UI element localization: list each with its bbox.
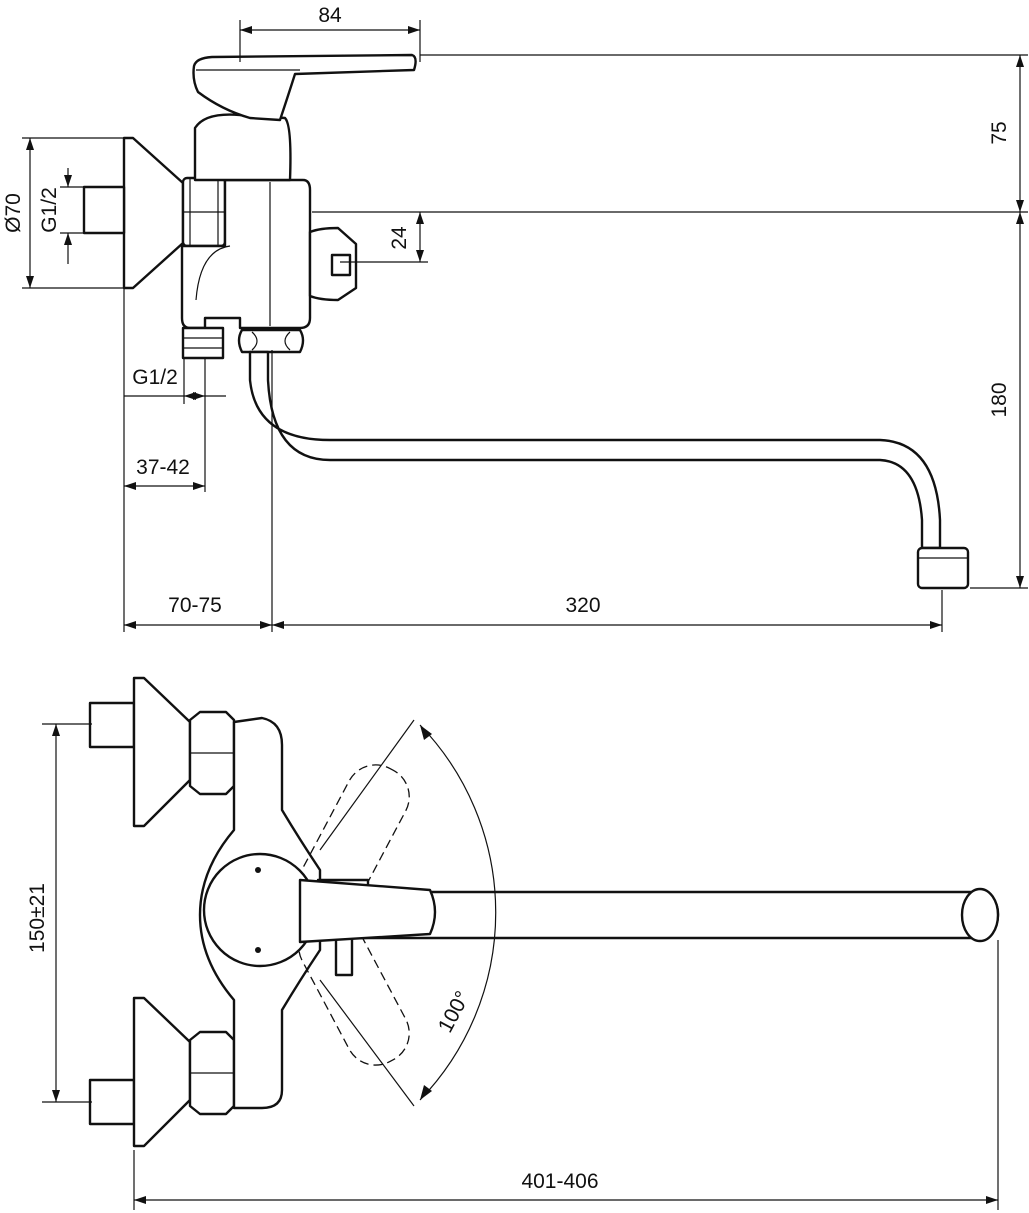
diverter-button <box>330 253 352 277</box>
label-handle-height: 75 <box>988 121 1011 144</box>
side-view: 84 75 Ø70 G1/2 <box>2 4 1028 632</box>
mixer-body <box>180 178 312 330</box>
label-inlet-thread-side: G1/2 <box>38 187 61 233</box>
dim-inlet-depth: 37-42 <box>124 456 205 490</box>
dim-overall-length: 401-406 <box>133 940 999 1210</box>
lower-wall-connector <box>88 1078 136 1126</box>
spout-tube <box>248 350 942 550</box>
label-rosette-diameter: Ø70 <box>2 193 25 233</box>
label-diverter-offset: 24 <box>388 226 411 250</box>
wall-rosette <box>122 136 185 290</box>
label-spout-reach: 320 <box>565 594 600 617</box>
lever-arm <box>298 878 437 944</box>
label-swivel-angle: 100° <box>434 987 475 1036</box>
dim-inlet-spacing: 150±21 <box>26 723 92 1103</box>
label-wall-to-spout: 70-75 <box>168 594 222 617</box>
label-overall-length: 401-406 <box>521 1170 598 1193</box>
dim-diverter-offset: 24 <box>340 212 428 263</box>
cap-dot-top <box>255 867 261 873</box>
dim-handle-height: 75 <box>312 54 1028 213</box>
label-spout-height: 180 <box>988 382 1011 417</box>
upper-wall-connector <box>88 701 136 749</box>
dim-handle-offset: 84 <box>239 4 421 62</box>
label-handle-offset: 84 <box>318 4 342 27</box>
upper-rosette <box>132 676 192 828</box>
label-inlet-thread-bottom: G1/2 <box>132 366 178 389</box>
label-inlet-spacing: 150±21 <box>26 883 49 953</box>
dim-inlet-thread-bottom: G1/2 <box>124 358 226 492</box>
aerator <box>916 546 970 590</box>
label-inlet-depth: 37-42 <box>136 456 190 479</box>
bottom-outlet-thread <box>181 326 225 360</box>
plan-view: 100° 150±21 401-406 <box>26 676 1000 1210</box>
dim-rosette-diameter: Ø70 <box>2 137 128 289</box>
lower-rosette <box>132 996 192 1148</box>
wall-connector <box>82 185 126 235</box>
cartridge-housing <box>193 113 292 182</box>
spout-end <box>960 887 1000 943</box>
dim-wall-to-spout: 70-75 <box>124 594 272 629</box>
dim-spout-reach: 320 <box>272 594 942 629</box>
cap-dot-bottom <box>255 947 261 953</box>
dim-inlet-thread-side: G1/2 <box>38 168 86 264</box>
lever-handle <box>192 53 417 122</box>
dim-spout-height: 180 <box>970 212 1028 589</box>
spout-nut <box>237 328 305 354</box>
